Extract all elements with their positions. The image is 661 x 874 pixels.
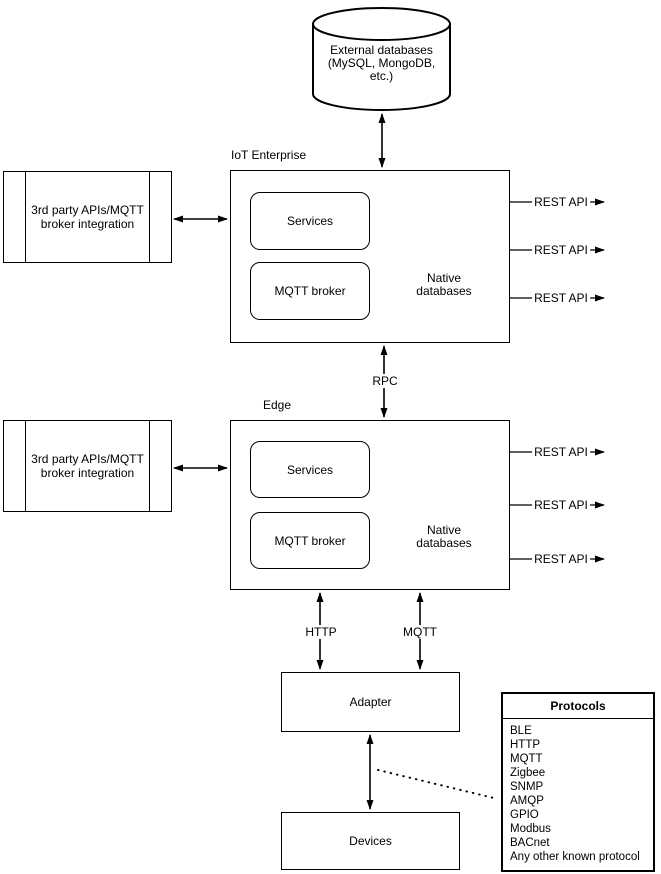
rest-api-label: REST API	[532, 291, 590, 305]
protocol-item: Zigbee	[510, 767, 546, 779]
rest-api-label: REST API	[532, 445, 590, 459]
rest-api-label: REST API	[532, 195, 590, 209]
integration-box-edge: 3rd party APIs/MQTT broker integration	[3, 420, 172, 512]
protocols-dotted-line	[377, 769, 499, 800]
devices-box: Devices	[281, 812, 460, 870]
rpc-label: RPC	[370, 374, 400, 388]
process-divider-right	[149, 172, 150, 262]
protocol-item: Any other known protocol	[510, 851, 640, 863]
process-divider-left	[25, 172, 26, 262]
edge-title: Edge	[263, 398, 292, 412]
http-label: HTTP	[303, 625, 339, 639]
edge-mqtt-broker-box: MQTT broker	[250, 512, 370, 569]
adapter-box: Adapter	[281, 672, 460, 732]
protocols-panel: Protocols BLE HTTP MQTT Zigbee SNMP AMQP…	[501, 692, 655, 872]
process-divider-left	[25, 421, 26, 511]
integration-label: 3rd party APIs/MQTT broker integration	[31, 452, 144, 480]
protocol-item: BLE	[510, 725, 532, 737]
protocol-item: AMQP	[510, 795, 544, 807]
protocol-item: HTTP	[510, 739, 541, 751]
rest-api-label: REST API	[532, 498, 590, 512]
protocol-item: MQTT	[510, 753, 543, 765]
enterprise-services-box: Services	[250, 192, 370, 250]
protocol-item: BACnet	[510, 837, 550, 849]
protocol-item: GPIO	[510, 809, 539, 821]
rest-api-label: REST API	[532, 243, 590, 257]
enterprise-mqtt-broker-box: MQTT broker	[250, 262, 370, 320]
integration-box-enterprise: 3rd party APIs/MQTT broker integration	[3, 171, 172, 263]
protocols-title: Protocols	[503, 694, 653, 719]
mqtt-label: MQTT	[401, 625, 439, 639]
enterprise-title: IoT Enterprise	[231, 148, 307, 162]
external-db-cylinder	[312, 7, 451, 111]
integration-label: 3rd party APIs/MQTT broker integration	[31, 203, 144, 231]
protocols-list: BLE HTTP MQTT Zigbee SNMP AMQP GPIO Modb…	[503, 719, 653, 869]
enterprise-native-db-label: Native databases	[416, 271, 472, 298]
protocol-item: Modbus	[510, 823, 551, 835]
process-divider-right	[149, 421, 150, 511]
edge-services-box: Services	[250, 441, 370, 498]
protocol-item: SNMP	[510, 781, 544, 793]
edge-native-db-label: Native databases	[416, 523, 472, 550]
rest-api-label: REST API	[532, 552, 590, 566]
external-db-label: External databases (MySQL, MongoDB, etc.…	[327, 43, 436, 83]
